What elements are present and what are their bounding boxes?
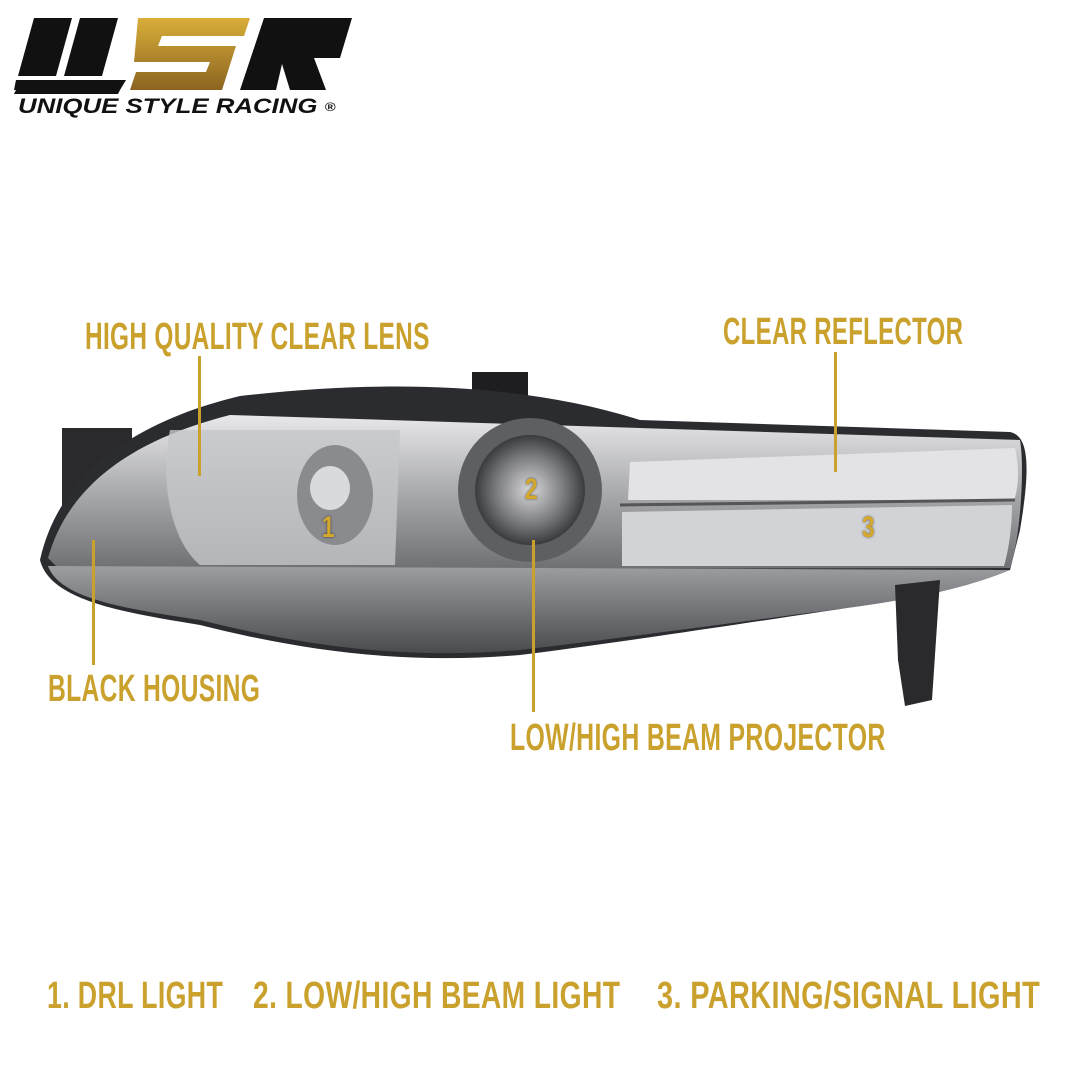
marker-drl: 1 <box>322 511 335 544</box>
callout-clear-lens: HIGH QUALITY CLEAR LENS <box>85 316 430 358</box>
callout-black-housing: BLACK HOUSING <box>48 668 261 710</box>
housing-leader-line <box>92 540 95 665</box>
marker-signal: 3 <box>862 511 875 544</box>
reflector-leader-line <box>834 352 837 472</box>
usr-logo <box>14 18 352 94</box>
lower-bracket <box>895 580 940 706</box>
projector-leader-line <box>532 540 535 712</box>
callout-beam-projector: LOW/HIGH BEAM PROJECTOR <box>510 717 886 759</box>
marker-beam: 2 <box>525 473 538 506</box>
legend-signal-light: 3. PARKING/SIGNAL LIGHT <box>657 975 1041 1017</box>
legend-beam-light: 2. LOW/HIGH BEAM LIGHT <box>253 975 621 1017</box>
legend-drl-light: 1. DRL LIGHT <box>47 975 224 1017</box>
lens-leader-line <box>198 356 201 476</box>
logo-wordmark: UNIQUE STYLE RACING ® <box>18 95 336 118</box>
projector-lens <box>475 435 585 545</box>
callout-clear-reflector: CLEAR REFLECTOR <box>723 311 964 353</box>
